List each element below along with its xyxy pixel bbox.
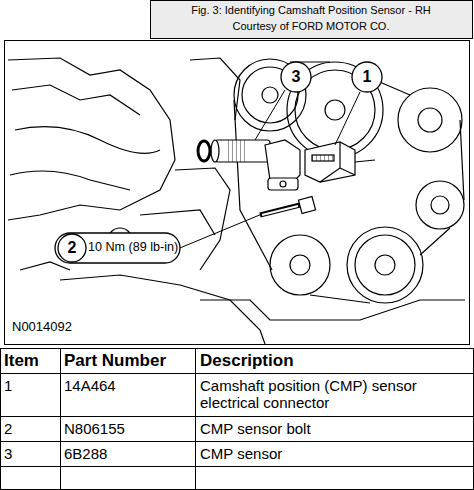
figure-title: Fig. 3: Identifying Camshaft Position Se… bbox=[152, 4, 470, 17]
table-cell: 3 bbox=[4, 445, 58, 462]
table-header: Item bbox=[4, 351, 58, 371]
table-grid bbox=[0, 348, 474, 490]
table-header: Description bbox=[200, 351, 470, 371]
figure-code: N0014092 bbox=[12, 320, 72, 335]
table-cell: CMP sensor bolt bbox=[200, 420, 468, 437]
table-cell: 6B288 bbox=[64, 445, 192, 462]
leader-lines bbox=[175, 90, 360, 250]
credit-line: Courtesy of FORD MOTOR CO. bbox=[152, 20, 470, 33]
table-cell: 14A464 bbox=[64, 377, 192, 394]
callout-number: 3 bbox=[281, 68, 311, 86]
callout-number: 1 bbox=[352, 68, 382, 86]
table-cell: 2 bbox=[4, 420, 58, 437]
torque-spec: 10 Nm (89 lb-in) bbox=[88, 240, 178, 254]
header-box bbox=[151, 1, 473, 39]
callout-circle bbox=[58, 234, 86, 262]
engine-lines bbox=[8, 58, 465, 344]
table-cell: 1 bbox=[4, 377, 58, 394]
callout-number: 2 bbox=[57, 239, 87, 257]
callout-circle bbox=[352, 62, 382, 92]
callout-circle bbox=[281, 62, 311, 92]
callout-box bbox=[55, 233, 180, 263]
illustration-frame bbox=[5, 41, 470, 345]
table-cell: Camshaft position (CMP) sensor electrica… bbox=[200, 377, 468, 412]
table-cell: N806155 bbox=[64, 420, 192, 437]
table-header: Part Number bbox=[64, 351, 192, 371]
table-cell: CMP sensor bbox=[200, 445, 468, 462]
